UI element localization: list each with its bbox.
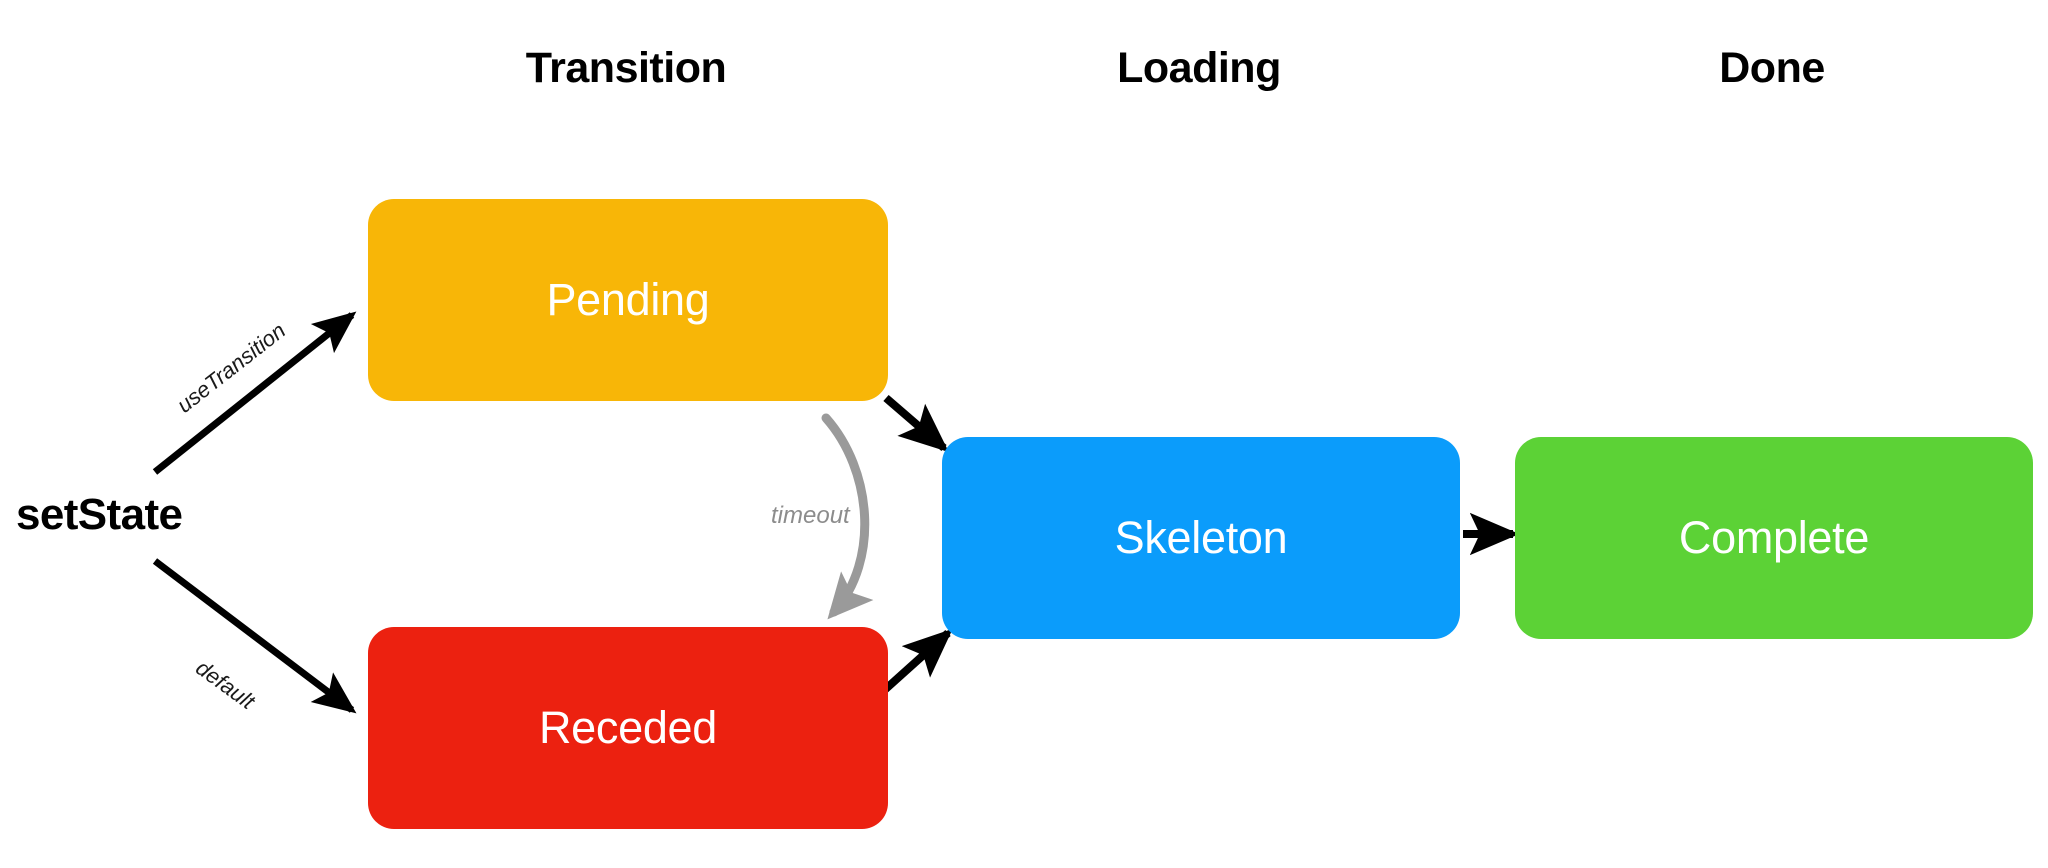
state-node-pending[interactable]: Pending xyxy=(368,199,888,401)
state-node-label-skeleton: Skeleton xyxy=(1114,512,1288,563)
state-node-skeleton[interactable]: Skeleton xyxy=(942,437,1460,639)
state-node-complete[interactable]: Complete xyxy=(1515,437,2033,639)
state-node-label-receded: Receded xyxy=(538,702,718,753)
column-header-loading: Loading xyxy=(1117,44,1281,92)
edge-label-timeout: timeout xyxy=(771,502,850,529)
state-node-receded[interactable]: Receded xyxy=(368,627,888,829)
state-node-label-complete: Complete xyxy=(1678,512,1870,563)
edge-pending-to-skeleton xyxy=(883,394,949,453)
edge-setstate-to-receded xyxy=(152,558,357,714)
trigger-label-setstate: setState xyxy=(16,490,183,539)
edge-label-default: default xyxy=(191,655,260,715)
column-header-transition: Transition xyxy=(525,44,727,92)
edge-receded-to-skeleton xyxy=(876,628,953,698)
edge-label-usetransition: useTransition xyxy=(172,317,291,418)
state-node-label-pending: Pending xyxy=(546,274,710,325)
column-header-done: Done xyxy=(1719,44,1825,92)
